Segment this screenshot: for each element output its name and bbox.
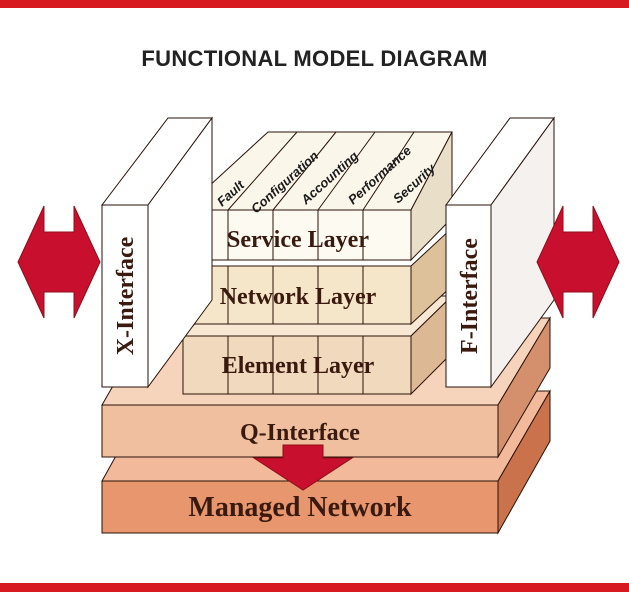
q-to-network-arrow bbox=[252, 444, 354, 491]
f-interface-label: F-Interface bbox=[457, 238, 483, 354]
x-interface-pillar: X-Interface bbox=[100, 116, 213, 389]
left-double-arrow bbox=[17, 205, 101, 319]
element-layer-label: Element Layer bbox=[222, 353, 375, 379]
f-interface-pillar: F-Interface bbox=[445, 116, 555, 389]
managed-network-label: Managed Network bbox=[188, 492, 412, 523]
right-double-arrow bbox=[536, 205, 620, 319]
q-interface-label: Q-Interface bbox=[240, 420, 360, 446]
x-interface-label: X-Interface bbox=[113, 236, 139, 355]
diagram-title: FUNCTIONAL MODEL DIAGRAM bbox=[141, 46, 488, 71]
top-accent-bar bbox=[0, 0, 629, 8]
service-layer-label: Service Layer bbox=[227, 227, 369, 253]
bottom-accent-bar bbox=[0, 583, 629, 592]
network-layer-box: Network Layer bbox=[182, 226, 453, 326]
network-layer-label: Network Layer bbox=[220, 284, 377, 310]
service-layer-box: Service Layer bbox=[181, 131, 453, 262]
